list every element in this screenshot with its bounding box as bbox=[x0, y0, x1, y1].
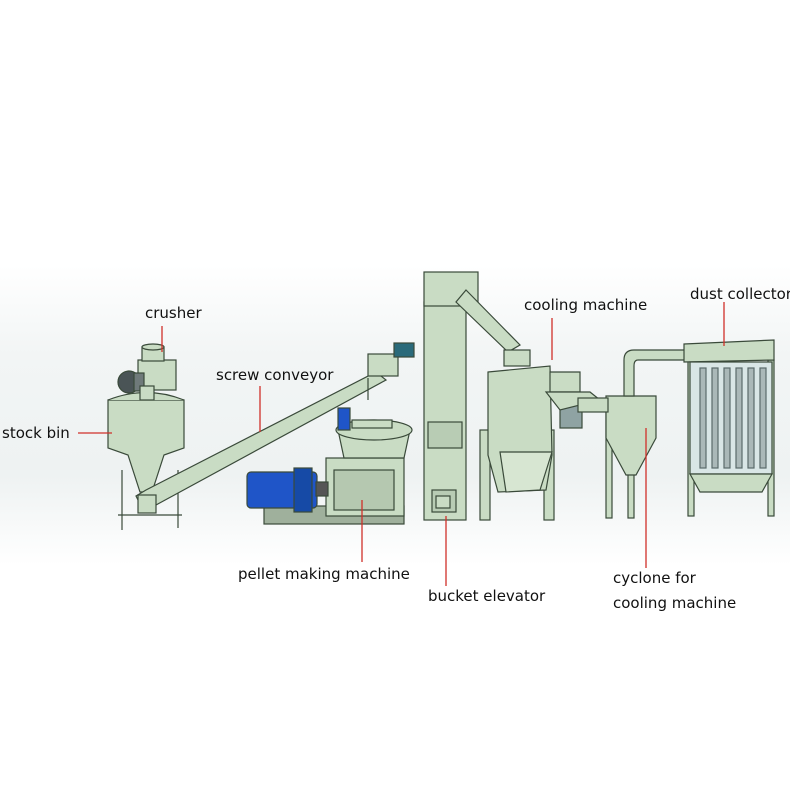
dust-collector-machine bbox=[683, 339, 775, 517]
label-cyclone-line1: cyclone for bbox=[613, 569, 696, 587]
label-bucket-elevator: bucket elevator bbox=[428, 587, 546, 605]
cooling-machine bbox=[479, 349, 602, 521]
cyclone-machine bbox=[577, 349, 691, 519]
label-pellet-machine: pellet making machine bbox=[238, 565, 410, 583]
screw-conveyor-machine bbox=[135, 342, 415, 514]
label-cyclone-line2: cooling machine bbox=[613, 594, 737, 612]
label-dust-collector: dust collector bbox=[690, 285, 790, 303]
label-stock-bin: stock bin bbox=[2, 424, 70, 442]
stock-bin-machine bbox=[107, 343, 185, 530]
leader-lines bbox=[78, 302, 725, 586]
pellet-machine bbox=[246, 407, 413, 525]
label-crusher: crusher bbox=[145, 304, 202, 322]
bucket-elevator-machine bbox=[423, 271, 521, 521]
label-screw-conveyor: screw conveyor bbox=[216, 366, 334, 384]
label-cooling-machine: cooling machine bbox=[524, 296, 648, 314]
